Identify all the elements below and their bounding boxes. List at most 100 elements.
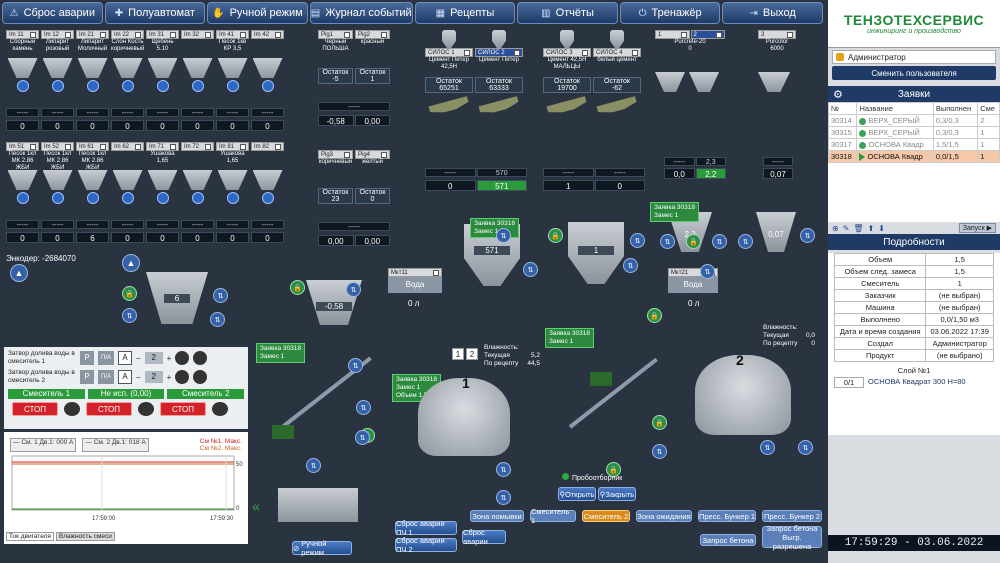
- zat2-p[interactable]: Р: [80, 370, 94, 384]
- bin-gate[interactable]: [226, 192, 239, 204]
- lock-icon[interactable]: 🔒: [606, 462, 621, 477]
- manual-mode-bottom-button[interactable]: ⊘Ручной режим: [292, 539, 352, 557]
- add1-checkbox[interactable]: [680, 31, 687, 38]
- pig2-checkbox[interactable]: [381, 31, 387, 38]
- control-button-icon[interactable]: ⇅: [700, 264, 715, 279]
- trainer-button[interactable]: ⏻Тренажёр: [619, 2, 721, 24]
- change-user-button[interactable]: Сменить пользователя: [832, 66, 996, 80]
- bin-gate[interactable]: [121, 80, 134, 92]
- event-log-button[interactable]: ▤Журнал событий: [309, 2, 413, 24]
- bin-gate[interactable]: [86, 192, 99, 204]
- lock-icon[interactable]: 🔒: [652, 415, 667, 430]
- reset-pch1-button[interactable]: Сброс аварии ПЧ 1: [395, 519, 457, 537]
- bin-checkbox[interactable]: [135, 143, 141, 150]
- pig4-checkbox[interactable]: [381, 151, 387, 158]
- bin-gate[interactable]: [191, 192, 204, 204]
- pig1-checkbox[interactable]: [344, 31, 350, 38]
- control-button-icon[interactable]: ⇅: [738, 234, 753, 249]
- tab-motor-current[interactable]: Ток двигателя: [6, 532, 54, 541]
- bin-checkbox[interactable]: [240, 31, 246, 38]
- lock-icon[interactable]: 🔒: [290, 280, 305, 295]
- bin-checkbox[interactable]: [275, 143, 281, 150]
- plus-2[interactable]: +: [166, 372, 172, 382]
- bin-gate[interactable]: [191, 80, 204, 92]
- bin-checkbox[interactable]: [135, 31, 141, 38]
- bin-checkbox[interactable]: [205, 31, 211, 38]
- lock-icon[interactable]: 🔒: [122, 286, 137, 301]
- bin-checkbox[interactable]: [170, 143, 176, 150]
- zat2-num[interactable]: 2: [144, 371, 163, 383]
- zat2-a[interactable]: А: [118, 370, 132, 384]
- bin-checkbox[interactable]: [30, 31, 36, 38]
- control-button-icon[interactable]: ⇅: [630, 233, 645, 248]
- request-unload-button[interactable]: Запрос бетона Выгр. разрешена: [762, 524, 822, 551]
- lock-icon[interactable]: 🔒: [686, 234, 701, 249]
- control-button-icon[interactable]: ⇅: [213, 288, 228, 303]
- bin-checkbox[interactable]: [30, 143, 36, 150]
- control-button-icon[interactable]: ⇅: [355, 430, 370, 445]
- mix1-play-icon[interactable]: [64, 402, 80, 416]
- control-button-icon[interactable]: ⇅: [210, 312, 225, 327]
- launch-button[interactable]: Запуск ▶: [958, 223, 996, 233]
- zat1-a[interactable]: А: [118, 351, 132, 365]
- recipes-button[interactable]: ▦Рецепты: [414, 2, 516, 24]
- add-order-icon[interactable]: ⊕: [832, 223, 839, 233]
- lock-icon[interactable]: 🔒: [647, 308, 662, 323]
- mixer1-zone-button[interactable]: Смеситель 1: [530, 507, 576, 525]
- request-concrete-button[interactable]: Запрос бетона: [700, 534, 756, 546]
- mixer2-zone-button[interactable]: Смеситель 2: [582, 510, 630, 522]
- minus-2[interactable]: −: [136, 372, 141, 382]
- bin-gate[interactable]: [51, 80, 64, 92]
- bin-gate[interactable]: [156, 192, 169, 204]
- gear-icon[interactable]: ⚙: [833, 88, 843, 101]
- lift-down-icon[interactable]: ▲: [122, 254, 140, 272]
- reset-alarm-button[interactable]: ⚠Сброс аварии: [2, 2, 103, 24]
- minus-1[interactable]: −: [136, 353, 141, 363]
- press-bunker2-button[interactable]: Пресс. Бункер 2: [762, 510, 822, 522]
- control-button-icon[interactable]: ⇅: [496, 228, 511, 243]
- mix2-play-icon[interactable]: [212, 402, 228, 416]
- bin-gate[interactable]: [16, 192, 29, 204]
- notused-stop-button[interactable]: СТОП: [86, 402, 132, 416]
- control-button-icon[interactable]: ⇅: [760, 440, 775, 455]
- control-button-icon[interactable]: ⇅: [523, 262, 538, 277]
- bin-gate[interactable]: [51, 192, 64, 204]
- control-button-icon[interactable]: ⇅: [496, 490, 511, 505]
- zat2-play-icon[interactable]: [193, 370, 208, 384]
- silo-checkbox[interactable]: [632, 49, 638, 56]
- purcolor-checkbox[interactable]: [787, 31, 793, 38]
- down-icon[interactable]: ⬇: [878, 223, 885, 233]
- plus-1[interactable]: +: [166, 353, 172, 363]
- reset-pch2-button[interactable]: Сброс аварии ПЧ 2: [395, 536, 457, 554]
- bin-checkbox[interactable]: [170, 31, 176, 38]
- control-button-icon[interactable]: ⇅: [660, 234, 675, 249]
- up-icon[interactable]: ⬆: [867, 223, 875, 233]
- bin-checkbox[interactable]: [65, 143, 71, 150]
- collapse-chevron-icon[interactable]: «: [252, 498, 260, 514]
- mixer-1[interactable]: [418, 378, 510, 456]
- semi-auto-button[interactable]: ✚Полуавтомат: [104, 2, 206, 24]
- manual-mode-button[interactable]: ✋Ручной режим: [207, 2, 308, 24]
- zat1-stop-icon[interactable]: [175, 351, 190, 365]
- bin-checkbox[interactable]: [240, 143, 246, 150]
- mix1-stop-button[interactable]: СТОП: [12, 402, 58, 416]
- exit-button[interactable]: ⇥Выход: [722, 2, 823, 24]
- mixer-2[interactable]: [695, 355, 791, 435]
- control-button-icon[interactable]: ⇅: [346, 282, 361, 297]
- mixer-select-1[interactable]: 1: [452, 348, 464, 360]
- delete-order-icon[interactable]: 🗑: [853, 223, 864, 233]
- bin-gate[interactable]: [226, 80, 239, 92]
- reset-alarm-bottom-button[interactable]: Сброс аварии: [462, 528, 506, 546]
- edit-order-icon[interactable]: ✎: [842, 223, 850, 233]
- silo-checkbox[interactable]: [514, 49, 520, 56]
- lock-icon[interactable]: 🔒: [548, 228, 563, 243]
- zone-wash-button[interactable]: Зона помывки: [470, 510, 524, 522]
- mixer-select-2[interactable]: 2: [466, 348, 478, 360]
- control-button-icon[interactable]: ⇅: [798, 440, 813, 455]
- control-button-icon[interactable]: ⇅: [496, 462, 511, 477]
- water-1-checkbox[interactable]: [433, 269, 439, 276]
- press-bunker1-button[interactable]: Пресс. Бункер 1: [698, 510, 756, 522]
